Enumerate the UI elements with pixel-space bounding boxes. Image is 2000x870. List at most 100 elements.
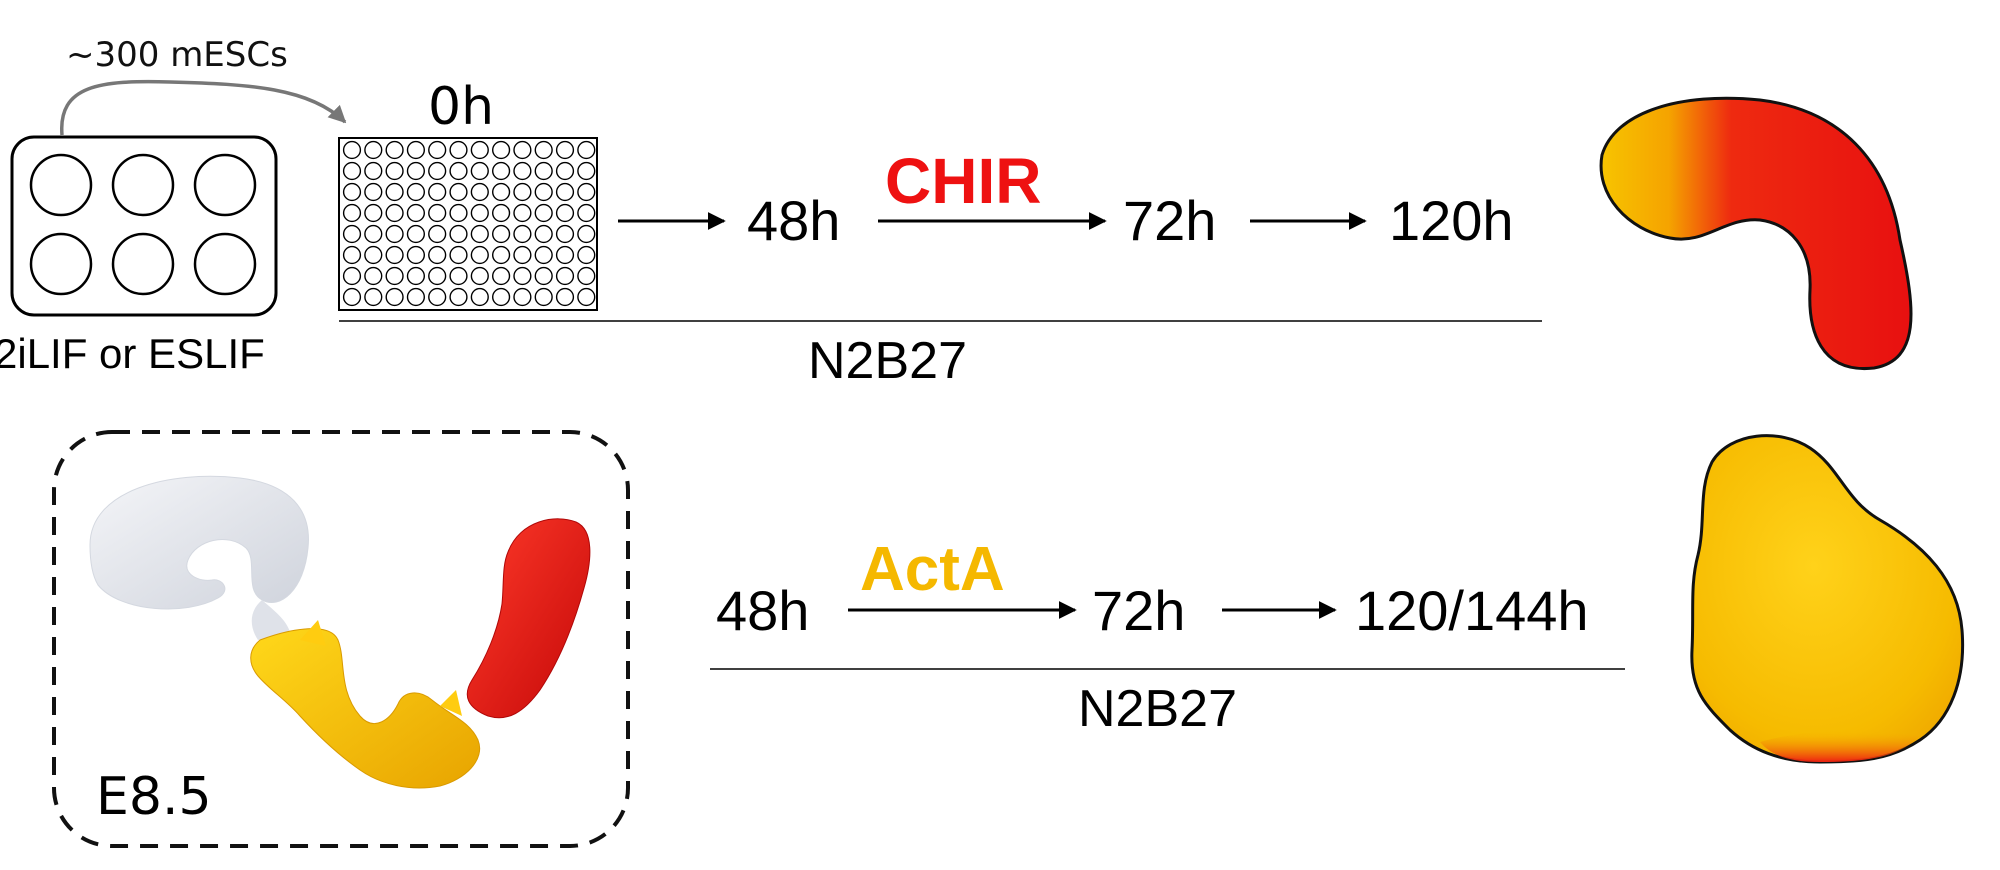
well	[428, 224, 447, 244]
well	[385, 287, 404, 307]
well	[555, 140, 575, 160]
well	[342, 287, 362, 307]
well	[534, 161, 553, 181]
well	[406, 161, 425, 181]
well	[555, 203, 575, 223]
well	[428, 245, 447, 265]
well	[449, 182, 468, 202]
well	[449, 287, 468, 307]
well	[492, 245, 511, 265]
well	[555, 161, 575, 181]
well	[342, 245, 362, 265]
well	[513, 161, 532, 181]
well	[577, 161, 596, 181]
well	[449, 266, 468, 286]
well	[385, 224, 404, 244]
top-time-72h: 72h	[1123, 189, 1216, 252]
well	[513, 203, 532, 223]
well	[385, 203, 404, 223]
well	[513, 224, 532, 244]
well	[342, 224, 362, 244]
well	[385, 182, 404, 202]
well	[342, 161, 362, 181]
top-time-48h: 48h	[747, 189, 840, 252]
well	[364, 203, 383, 223]
chir-label: CHIR	[885, 145, 1041, 217]
well	[385, 140, 404, 160]
well	[577, 266, 596, 286]
embryo-red-tissue	[466, 518, 591, 719]
bottom-time-72h: 72h	[1092, 579, 1185, 642]
well	[513, 182, 532, 202]
well	[470, 182, 489, 202]
well	[534, 140, 553, 160]
well	[449, 140, 468, 160]
well	[577, 203, 596, 223]
well	[470, 287, 489, 307]
well	[513, 245, 532, 265]
well	[555, 287, 575, 307]
well	[406, 245, 425, 265]
well	[577, 182, 596, 202]
well	[428, 266, 447, 286]
well	[364, 161, 383, 181]
well	[342, 182, 362, 202]
well	[449, 245, 468, 265]
top-time-120h: 120h	[1389, 189, 1514, 252]
well	[470, 224, 489, 244]
well	[449, 161, 468, 181]
bottom-time-48h: 48h	[716, 579, 809, 642]
bottom-time-120-144h: 120/144h	[1355, 579, 1589, 642]
well	[534, 266, 553, 286]
well	[577, 287, 596, 307]
well	[449, 224, 468, 244]
well	[406, 287, 425, 307]
well	[449, 203, 468, 223]
well	[555, 182, 575, 202]
well	[342, 203, 362, 223]
transfer-arrow	[60, 79, 347, 136]
well	[385, 266, 404, 286]
well	[492, 224, 511, 244]
acta-gastruloid	[1690, 434, 1965, 764]
well	[406, 224, 425, 244]
well	[577, 224, 596, 244]
well	[342, 140, 362, 160]
embryo-grey-tissue	[89, 475, 309, 610]
ninety-six-well-plate-icon	[338, 137, 598, 311]
well	[534, 182, 553, 202]
well	[534, 203, 553, 223]
well	[577, 245, 596, 265]
well	[364, 182, 383, 202]
well	[555, 266, 575, 286]
well	[555, 224, 575, 244]
embryo-yellow-tissue	[250, 628, 481, 789]
well	[406, 203, 425, 223]
embryo-frame	[52, 430, 630, 848]
chir-gastruloid	[1599, 96, 1913, 370]
transfer-label: ~300 mESCs	[66, 35, 288, 75]
well	[428, 203, 447, 223]
acta-label: ActA	[860, 535, 1005, 604]
time-0h: 0h	[428, 77, 494, 137]
well	[534, 287, 553, 307]
well	[470, 245, 489, 265]
well	[342, 266, 362, 286]
well	[364, 224, 383, 244]
well	[492, 203, 511, 223]
well	[470, 161, 489, 181]
well	[470, 266, 489, 286]
well	[534, 224, 553, 244]
culture-label: 2iLIF or ESLIF	[0, 330, 265, 377]
well	[428, 140, 447, 160]
well	[364, 287, 383, 307]
well	[513, 140, 532, 160]
well	[385, 161, 404, 181]
well	[406, 266, 425, 286]
well	[406, 182, 425, 202]
well	[513, 287, 532, 307]
well	[385, 245, 404, 265]
well	[534, 245, 553, 265]
embryo-e85-illustration	[89, 475, 591, 789]
